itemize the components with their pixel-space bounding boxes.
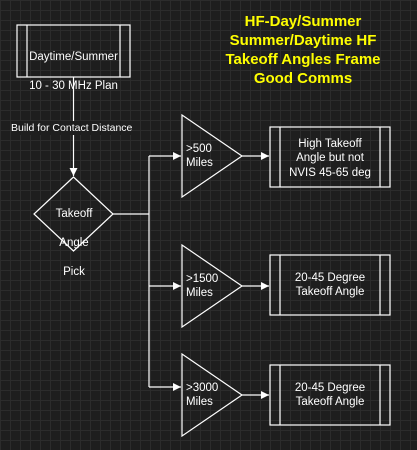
comparator-triangle-2 bbox=[181, 243, 244, 329]
title-line: HF-Day/Summer bbox=[244, 13, 362, 30]
comparator-triangle-1 bbox=[181, 113, 244, 199]
diagram-title: HF-Day/Summer Summer/Daytime HF Takeoff … bbox=[198, 12, 408, 88]
comparator-label-3000: >3000 Miles bbox=[186, 382, 219, 409]
result-label-3: 20-45 Degree Takeoff Angle bbox=[294, 382, 366, 409]
edge-label-contact-distance: Build for Contact Distance bbox=[11, 121, 133, 135]
comparator-label-1500: >1500 Miles bbox=[186, 273, 219, 300]
decision-diamond bbox=[33, 176, 114, 252]
title-line: Summer/Daytime HF bbox=[229, 32, 377, 49]
result-box-1 bbox=[269, 126, 391, 188]
decision-label: Takeoff Angle Pick bbox=[44, 193, 104, 294]
result-box-3 bbox=[269, 364, 391, 426]
title-line: Takeoff Angles Frame bbox=[225, 51, 381, 68]
start-box-line: Daytime/Summer bbox=[29, 51, 118, 64]
decision-line: Pick bbox=[63, 265, 85, 278]
comparator-triangle-3 bbox=[181, 352, 244, 438]
result-label-2: 20-45 Degree Takeoff Angle bbox=[294, 272, 366, 299]
decision-line: Takeoff bbox=[55, 208, 93, 221]
start-box-label: Daytime/Summer 10 - 30 MHz Plan bbox=[27, 36, 120, 108]
result-label-1: High Takeoff Angle but not NVIS 45-65 de… bbox=[289, 138, 371, 179]
start-box-line: 10 - 30 MHz Plan bbox=[29, 80, 118, 93]
result-box-2 bbox=[269, 254, 391, 316]
title-line: Good Comms bbox=[253, 70, 353, 87]
comparator-label-500: >500 Miles bbox=[186, 143, 213, 170]
decision-line: Angle bbox=[59, 237, 89, 250]
